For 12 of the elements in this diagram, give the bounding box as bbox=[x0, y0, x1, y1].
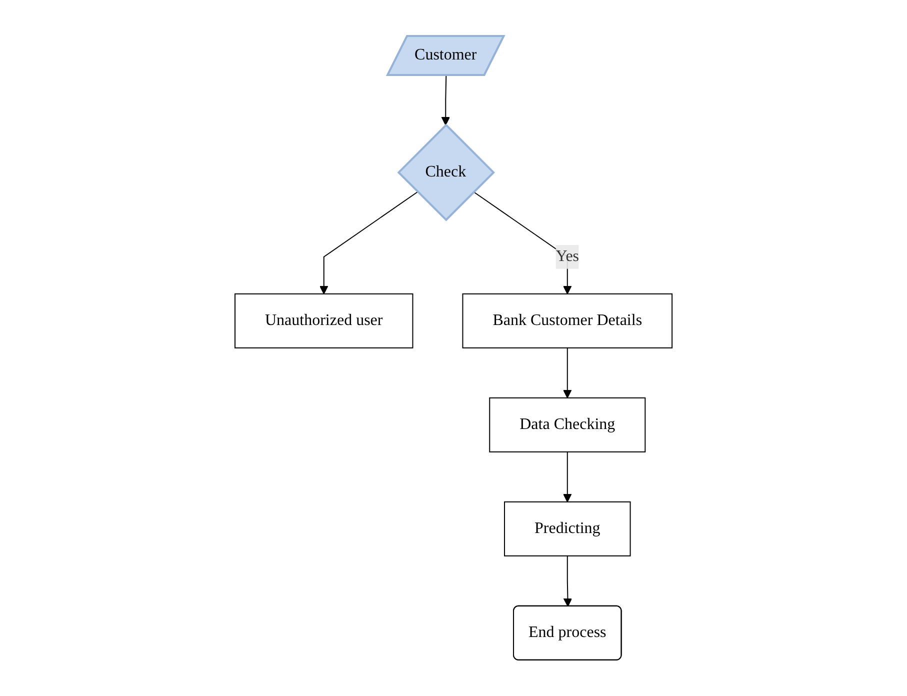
node-box: Data Checking bbox=[489, 397, 646, 452]
arrow bbox=[563, 555, 572, 607]
node-box: Unauthorized user bbox=[234, 293, 414, 348]
node-box: Bank Customer Details bbox=[462, 293, 673, 348]
node-diamond: Check bbox=[397, 124, 495, 222]
arrow bbox=[562, 347, 572, 398]
arrow bbox=[319, 191, 418, 294]
node-box: Predicting bbox=[504, 501, 631, 556]
edge-label: Yes bbox=[556, 248, 579, 265]
arrow bbox=[562, 451, 572, 502]
arrow bbox=[473, 191, 572, 294]
arrow bbox=[441, 75, 450, 126]
